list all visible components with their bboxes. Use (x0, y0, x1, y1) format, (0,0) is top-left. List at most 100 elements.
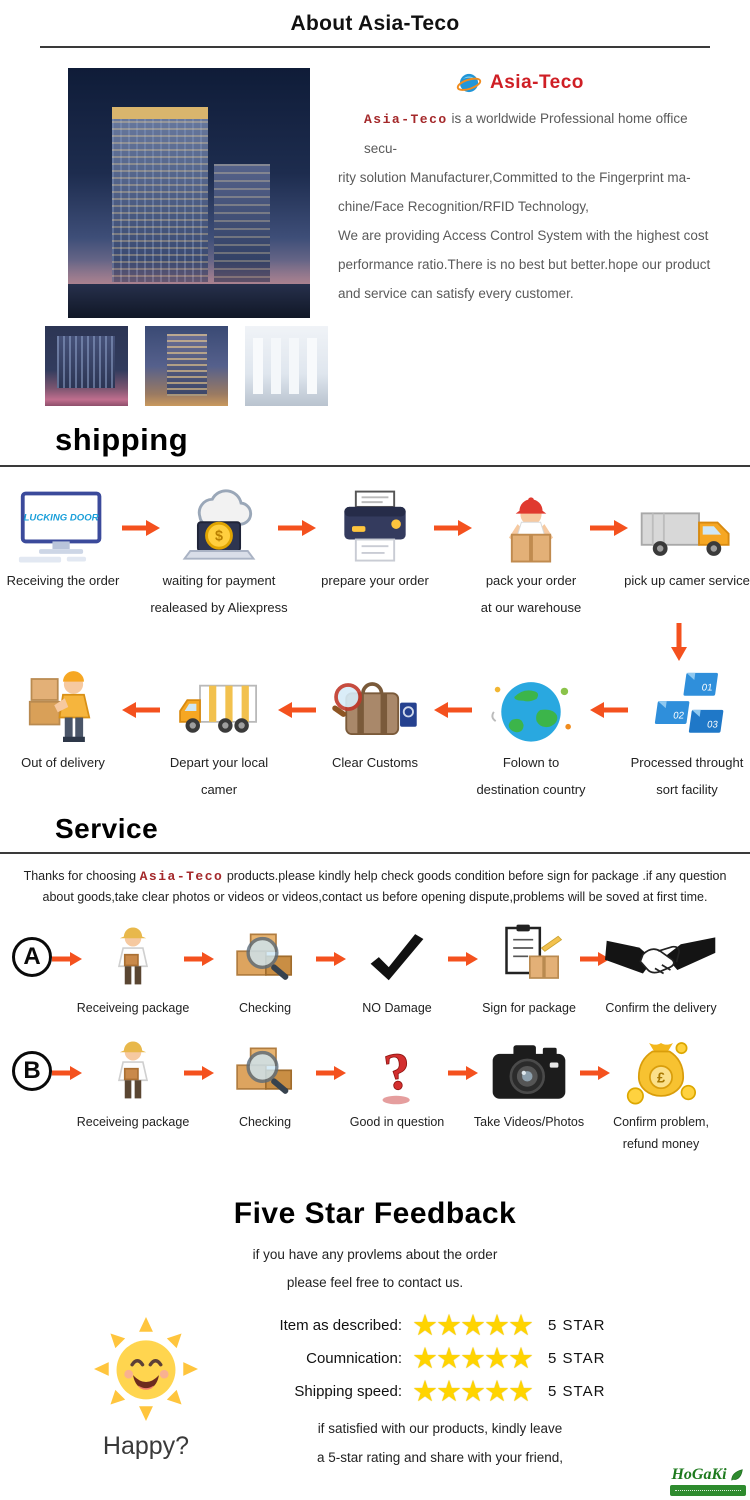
arrow-right-icon (52, 951, 82, 967)
step-label: Folown to (502, 755, 560, 770)
checking-magnifier-icon (236, 1047, 293, 1094)
customs-suitcase-icon (332, 682, 417, 736)
divider (0, 465, 750, 467)
rating-label: Item as described: (279, 1317, 402, 1334)
rating-label: Shipping speed: (294, 1383, 402, 1400)
step-label: prepare your order (321, 573, 429, 588)
checking-magnifier-icon (236, 933, 293, 980)
happy-label: Happy? (102, 1432, 190, 1460)
shipping-flow-row-2: Out of delivery Depart your l (0, 663, 750, 803)
rating-row: Coumnication: ★★★★★ 5 STAR (234, 1342, 724, 1375)
about-line-text: is a worldwide Professional home office … (364, 111, 688, 156)
step-label: realeased by Aliexpress (150, 600, 288, 615)
service-step: Receiveing package (77, 921, 189, 1017)
service-step: NO Damage (346, 921, 448, 1017)
printer-icon (344, 490, 406, 562)
feedback-body: Happy? Item as described: ★★★★★ 5 STAR C… (0, 1297, 750, 1472)
service-flow-a: A Receiveing package (0, 907, 750, 1017)
step-label: refund money (622, 1137, 700, 1151)
camera-icon (492, 1045, 566, 1099)
check-mark-icon (370, 934, 424, 981)
step-label: sort facility (656, 782, 718, 797)
step-label: Take Videos/Photos (473, 1115, 585, 1129)
step-label: destination country (476, 782, 586, 797)
globe-logo-icon (456, 73, 482, 93)
pickup-truck-icon (640, 512, 730, 556)
step-label: Depart your local (169, 755, 269, 770)
shipping-step: pack your order at our warehouse (472, 483, 590, 621)
shipping-step: Folown to destination country (472, 665, 590, 803)
feedback-intro: if you have any provlems about the order… (0, 1241, 750, 1297)
svg-text:$: $ (215, 528, 223, 544)
rating-value: 5 STAR (548, 1317, 606, 1334)
rating-row: Shipping speed: ★★★★★ 5 STAR (234, 1375, 724, 1408)
arrow-right-icon (448, 951, 478, 967)
arrow-left-icon (278, 701, 316, 719)
step-label: NO Damage (362, 1001, 432, 1015)
page-title: About Asia-Teco (290, 12, 460, 35)
five-stars-icon: ★★★★★ (412, 1375, 534, 1408)
about-line: We are providing Access Control System w… (338, 228, 709, 243)
local-truck-icon (179, 684, 257, 733)
svg-text:02: 02 (672, 711, 684, 722)
service-step: £ Confirm problem, refund money (610, 1035, 712, 1153)
step-label: camer (200, 782, 238, 797)
order-monitor-icon: LUCKING DOOR (18, 491, 102, 563)
arrow-right-icon (448, 1065, 478, 1081)
step-label: pick up camer service (624, 573, 750, 588)
arrow-right-icon (580, 1065, 610, 1081)
about-paragraph: Asia-Teco is a worldwide Professional ho… (338, 104, 722, 308)
svg-text:03: 03 (706, 720, 718, 731)
globe-icon (491, 682, 571, 742)
shipping-step: $ waiting for payment realeased by Aliex… (150, 483, 288, 621)
hogaki-banner (670, 1485, 746, 1496)
photo-thumbnails (45, 326, 750, 406)
about-line: and service can satisfy every customer. (338, 286, 574, 301)
service-title: Service (55, 813, 159, 844)
feedback-outro-line: a 5-star rating and share with your frie… (316, 1450, 564, 1465)
service-step: Take Videos/Photos (474, 1035, 584, 1131)
five-stars-icon: ★★★★★ (412, 1309, 534, 1342)
arrow-left-icon (590, 701, 628, 719)
arrow-right-icon (590, 519, 628, 537)
service-step: Receiveing package (77, 1035, 189, 1131)
service-step: Confirm the delivery (605, 921, 717, 1017)
arrow-left-icon (434, 701, 472, 719)
shipping-step: 01 02 03 Processed throught sort facilit… (628, 665, 746, 803)
happy-block: Happy? (58, 1301, 234, 1472)
ratings-block: Item as described: ★★★★★ 5 STAR Coumnica… (234, 1301, 724, 1472)
arrow-right-icon (184, 951, 214, 967)
delivery-man-icon (28, 671, 91, 742)
step-label: Receiveing package (76, 1001, 190, 1015)
building-tower-small (214, 164, 270, 282)
step-label: Good in question (349, 1115, 445, 1129)
hogaki-name: HoGaKi (671, 1466, 727, 1483)
about-section: Asia-Teco Asia-Teco is a worldwide Profe… (0, 48, 750, 318)
service-step: Sign for package (478, 921, 580, 1017)
about-line: rity solution Manufacturer,Committed to … (338, 170, 691, 185)
feedback-outro-line: if satisfied with our products, kindly l… (317, 1421, 563, 1436)
service-flow-b: B Receiveing package (0, 1017, 750, 1153)
thumbnail-building-dusk (145, 326, 228, 406)
arrow-right-icon (316, 1065, 346, 1081)
brand-inline: Asia-Teco (364, 112, 448, 127)
question-mark-icon: ? (380, 1041, 415, 1105)
divider (0, 852, 750, 854)
step-label: at our warehouse (480, 600, 582, 615)
brand-inline: Asia-Teco (139, 869, 224, 884)
svg-text:?: ? (381, 1041, 415, 1102)
rating-label: Coumnication: (306, 1350, 402, 1367)
smiling-sun-icon (94, 1317, 198, 1421)
step-label: Checking (238, 1001, 292, 1015)
service-step: ? Good in question (346, 1035, 448, 1131)
shipping-step: Depart your local camer (160, 665, 278, 803)
shipping-step: Out of delivery (4, 665, 122, 776)
sign-package-icon (505, 924, 563, 979)
hogaki-watermark: HoGaKi (670, 1467, 746, 1496)
service-step: Checking (214, 1035, 316, 1131)
step-label: pack your order (485, 573, 577, 588)
step-label: Confirm problem, (613, 1115, 709, 1129)
arrow-right-icon (580, 951, 610, 967)
rating-value: 5 STAR (548, 1350, 606, 1367)
